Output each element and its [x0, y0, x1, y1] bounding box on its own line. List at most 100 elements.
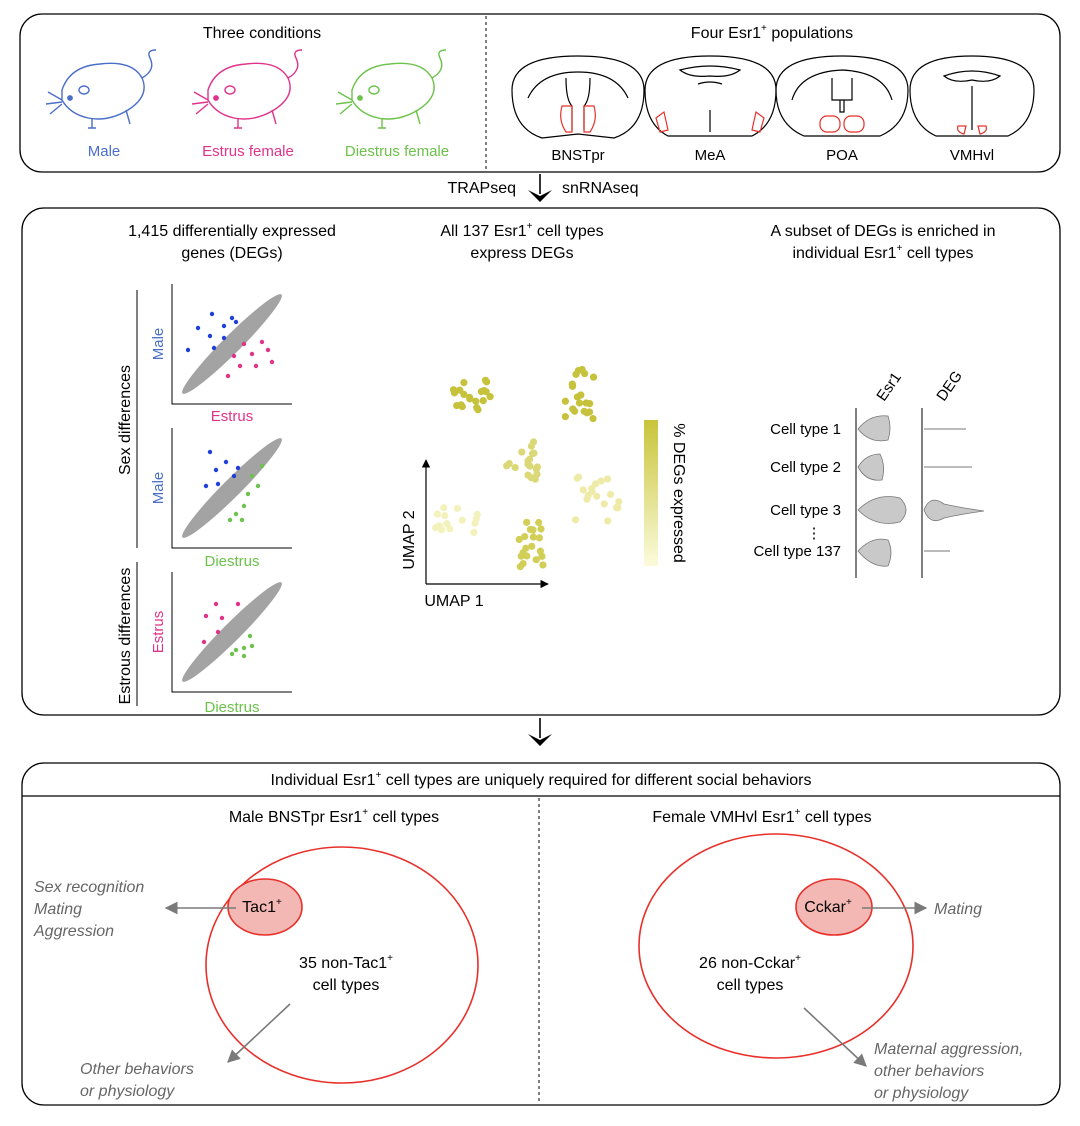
scatter3-point-diestrus-0	[247, 633, 253, 639]
arrow-label-trapseq: TRAPseq	[448, 180, 516, 197]
umap-cluster5-point-18	[516, 563, 524, 571]
scatter1-point-male-1	[221, 323, 227, 329]
scatter1-point-male-2	[229, 315, 235, 321]
deg-title: 1,415 differentially expressed	[128, 223, 336, 240]
umap-cluster1-point-18	[479, 397, 487, 405]
scatter1-point-estrus-5	[237, 363, 243, 369]
scatter1-point-male-0	[209, 311, 215, 317]
scatter2-point-diestrus-0	[259, 463, 265, 469]
umap-cluster6-point-6	[583, 495, 591, 503]
umap-cluster3-point-17	[505, 459, 513, 468]
scatter1-point-male-8	[211, 345, 217, 351]
colorbar-label: % DEGs expressed	[670, 423, 687, 563]
umap-cluster4-point-0	[441, 511, 449, 520]
cckar-label: Cckar+	[804, 897, 852, 916]
panel-conditions-populations: Three conditions Male Estrus female	[19, 13, 1061, 173]
scatter1-point-estrus-7	[225, 373, 231, 379]
non-cckar-behavior-3: or physiology	[874, 1085, 969, 1102]
umap-plot: UMAP 2 UMAP 1 % DEGs expressed	[401, 365, 687, 610]
umap-cluster5-point-17	[535, 518, 543, 527]
scatter3-points	[201, 601, 255, 659]
scatter1-point-estrus-0	[241, 341, 247, 347]
scatter3-point-estrus-5	[201, 639, 207, 645]
female-vmhvl-section: Female VMHvl Esr1+ cell types Cckar+ Mat…	[638, 807, 1023, 1102]
scatter1-point-estrus-4	[231, 353, 237, 359]
violin-row-ellipsis: ⋮	[807, 525, 822, 542]
violin-esr1-type3	[857, 496, 907, 524]
scatter3-point-estrus-1	[213, 601, 219, 607]
cckar-subpopulation	[795, 878, 873, 936]
violin-esr1-type137	[857, 538, 892, 567]
scatter3-point-estrus-4	[215, 629, 221, 635]
umap-cluster6-point-14	[591, 480, 600, 488]
tac1-behavior-1: Sex recognition	[34, 879, 144, 896]
umap-cluster6-point-12	[579, 486, 587, 494]
umap-cluster5-point-1	[537, 525, 545, 533]
tac1-label: Tac1+	[242, 897, 282, 916]
male-mouse-icon	[45, 49, 157, 129]
scatter1-point-estrus-2	[265, 347, 271, 353]
scatter1-xlabel: Estrus	[211, 408, 254, 425]
umap-cluster2-point-13	[574, 366, 582, 375]
umap-cluster5-point-4	[535, 534, 543, 542]
umap-cluster4-point-12	[458, 516, 466, 524]
colorbar	[644, 420, 658, 566]
brain-section-bnstpr	[511, 55, 645, 139]
sex-differences-label: Sex differences	[117, 365, 134, 475]
brain-section-vmhvl	[909, 55, 1035, 137]
scatter-estrus-vs-diestrus: Estrus Diestrus	[150, 572, 292, 716]
violin-row-2: Cell type 2	[770, 459, 841, 476]
umap-cluster1-point-19	[482, 388, 490, 396]
umap-cluster2-point-15	[568, 380, 576, 388]
umap-cluster5-point-13	[529, 526, 537, 534]
estrous-differences-label: Estrous differences	[117, 568, 134, 705]
scatter2-point-male-6	[235, 465, 241, 471]
umap-cluster6-point-4	[604, 475, 612, 483]
scatter1-point-estrus-1	[259, 339, 265, 345]
umap-cluster6-point-16	[575, 473, 583, 481]
scatter1-point-male-5	[221, 335, 227, 341]
umap-cluster3-point-7	[518, 448, 526, 456]
umap-cluster5-point-12	[539, 561, 547, 569]
non-cckar-behavior-arrow	[803, 1007, 867, 1067]
umap-cluster4-point-7	[443, 520, 451, 528]
umap-cluster3-point-14	[511, 463, 519, 472]
male-esr1-population-circle	[205, 846, 479, 1084]
umap-cluster2-point-10	[589, 414, 597, 423]
brain-section-mea	[644, 55, 777, 137]
scatter2-point-male-0	[207, 449, 213, 455]
umap-cluster4-point-2	[433, 510, 442, 518]
umap-cluster3-point-16	[529, 438, 538, 446]
tac1-subpopulation	[227, 878, 303, 936]
scatter1-point-male-4	[207, 333, 213, 339]
male-bnstpr-section: Male BNSTpr Esr1+ cell types Tac1+ Sex r…	[33, 807, 479, 1100]
region-label-mea: MeA	[695, 147, 726, 164]
female-vmhvl-heading: Female VMHvl Esr1+ cell types	[652, 807, 871, 826]
umap-y-label: UMAP 2	[401, 510, 418, 569]
non-cckar-label: 26 non-Cckar+	[699, 953, 801, 972]
deg-title-line2: genes (DEGs)	[181, 245, 282, 262]
umap-cluster2-point-19	[589, 373, 598, 381]
scatter2-point-diestrus-7	[227, 517, 233, 523]
panel-degs: 1,415 differentially expressed genes (DE…	[21, 207, 1061, 716]
non-cckar-behavior-1: Maternal aggression,	[874, 1041, 1023, 1058]
umap-cluster1-point-5	[473, 404, 481, 412]
scatter-male-vs-estrus: Male Estrus	[150, 284, 292, 425]
violin-row-3: Cell type 3	[770, 502, 841, 519]
umap-cluster3-point-15	[531, 475, 539, 483]
umap-cluster1-point-16	[450, 389, 459, 397]
non-tac1-label: 35 non-Tac1+	[299, 953, 393, 972]
arrow-label-snrnaseq: snRNAseq	[562, 180, 638, 197]
umap-cluster4-point-11	[432, 524, 440, 532]
violin-esr1-type1	[857, 415, 891, 442]
condition-label-male: Male	[88, 143, 121, 160]
violin-row-137: Cell type 137	[753, 543, 841, 560]
scatter1-point-estrus-3	[249, 351, 255, 357]
umap-cluster5-point-19	[532, 556, 540, 564]
scatter2-xlabel: Diestrus	[204, 553, 259, 570]
umap-cluster5-point-9	[515, 535, 523, 544]
estrus-female-mouse-icon	[191, 49, 303, 129]
umap-cluster1-point-7	[460, 390, 468, 399]
umap-cluster2-point-3	[575, 399, 584, 407]
